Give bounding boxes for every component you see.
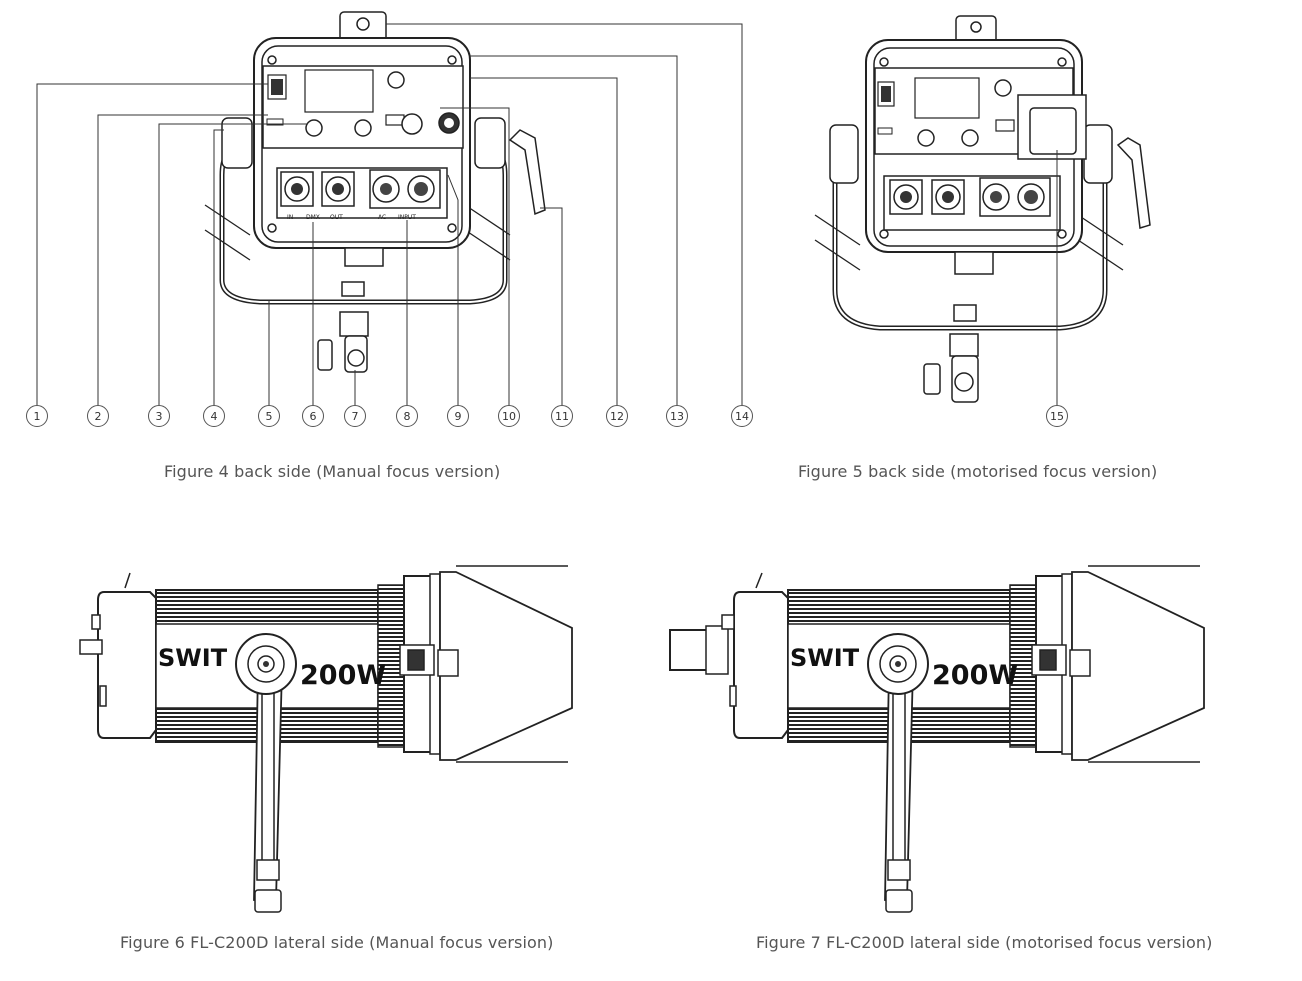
callout-3: 3: [148, 405, 170, 427]
ac-label: AC: [378, 214, 386, 221]
callout-11: 11: [551, 405, 573, 427]
input-label: INPUT: [398, 214, 416, 221]
callout-12: 12: [606, 405, 628, 427]
caption-figure-5: Figure 5 back side (motorised focus vers…: [798, 462, 1158, 481]
lcd-screen-motor: [914, 77, 980, 119]
focus-lever: [508, 129, 546, 216]
brand-label-fig7: SWIT: [790, 644, 860, 672]
dimmer-knob: [354, 119, 372, 137]
figure-6-lateral-manual: [79, 565, 573, 913]
lcd-screen: [304, 69, 374, 113]
dmx-in-label: IN: [287, 214, 293, 221]
figure-4-back-manual: [204, 11, 546, 373]
dmx-label: DMX: [306, 214, 320, 221]
caption-figure-4: Figure 4 back side (Manual focus version…: [164, 462, 501, 481]
barndoor: [439, 571, 573, 761]
callout-5: 5: [258, 405, 280, 427]
menu-knob: [387, 71, 405, 89]
spigot-mount: [339, 311, 369, 337]
callout-15: 15: [1046, 405, 1068, 427]
power-label-fig6: 200W: [300, 660, 386, 691]
callout-14: 14: [731, 405, 753, 427]
callout-10: 10: [498, 405, 520, 427]
callout-13: 13: [666, 405, 688, 427]
focus-knob: [401, 113, 423, 135]
leader-lines-fig4: [36, 23, 743, 405]
yoke: [204, 117, 511, 305]
power-label-fig7: 200W: [932, 660, 1018, 691]
figure-7-lateral-motorised: [669, 565, 1205, 913]
locking-knob: [317, 339, 333, 371]
callout-1: 1: [26, 405, 48, 427]
color-temp-knob: [305, 119, 323, 137]
dmx-out-label: OUT: [330, 214, 343, 221]
caption-figure-7: Figure 7 FL-C200D lateral side (motorise…: [756, 933, 1213, 952]
callout-2: 2: [87, 405, 109, 427]
caption-figure-6: Figure 6 FL-C200D lateral side (Manual f…: [120, 933, 554, 952]
focus-lever-motor: [1116, 137, 1151, 229]
callout-7: 7: [344, 405, 366, 427]
rear-cap: [97, 591, 157, 739]
callout-6: 6: [302, 405, 324, 427]
callout-8: 8: [396, 405, 418, 427]
motor-unit: [669, 629, 713, 671]
brand-label-fig6: SWIT: [158, 644, 228, 672]
figure-5-back-motorised: [814, 15, 1151, 403]
callout-4: 4: [203, 405, 225, 427]
callout-9: 9: [447, 405, 469, 427]
